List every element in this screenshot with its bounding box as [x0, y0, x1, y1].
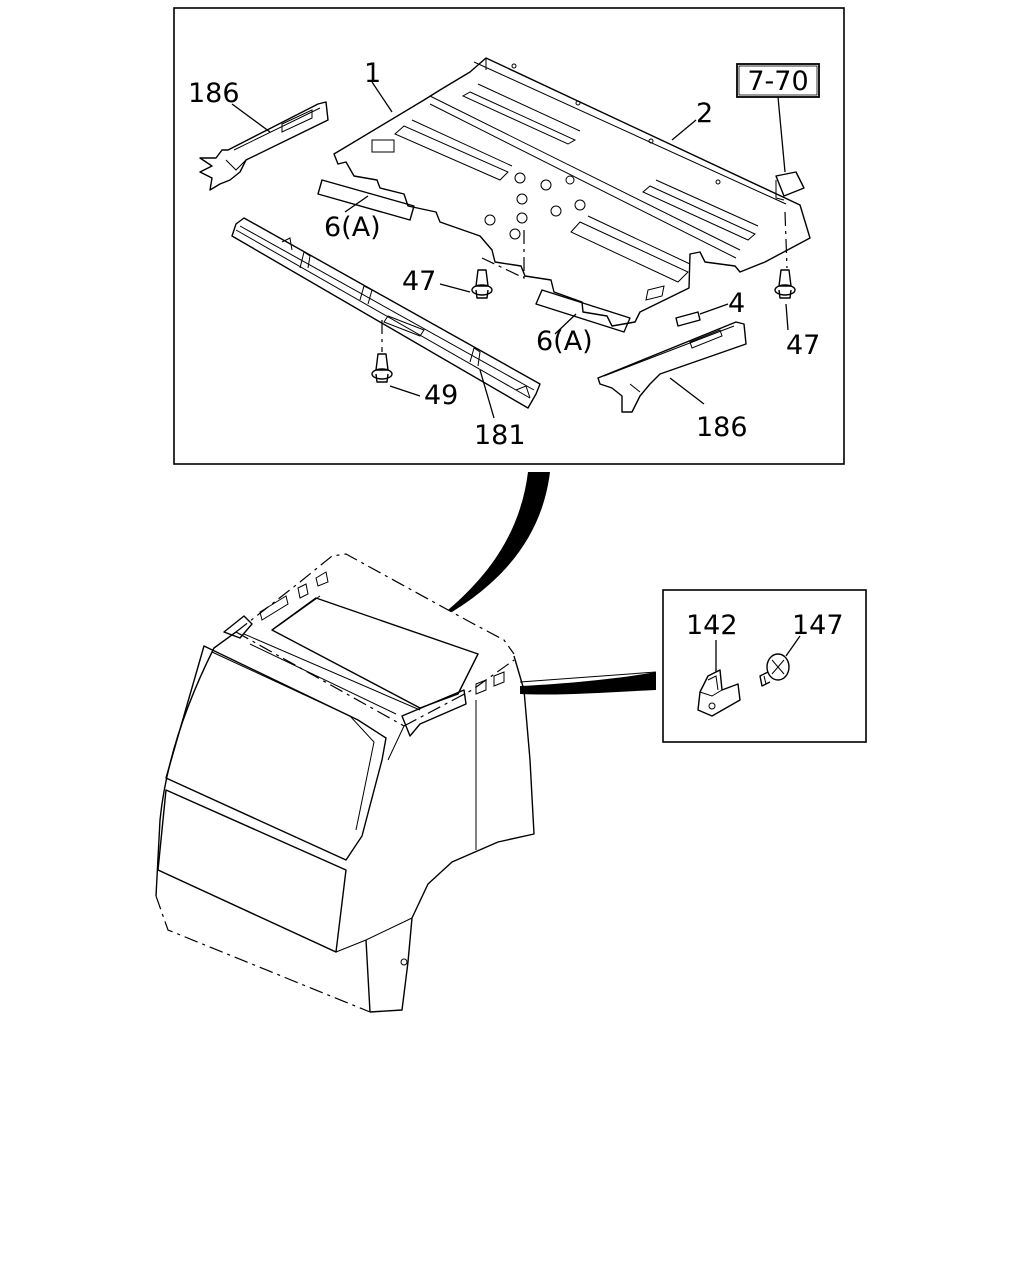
screw-147	[759, 653, 790, 687]
callout-47-right: 47	[786, 330, 820, 361]
trim-186-left	[199, 101, 329, 191]
callout-181: 181	[474, 420, 526, 451]
shelf-panel	[333, 57, 811, 327]
leader-lines	[231, 81, 789, 419]
callout-186-left: 186	[188, 78, 240, 109]
part-4	[675, 311, 701, 327]
rail-181	[231, 217, 541, 409]
detail-frame-upper	[173, 7, 845, 465]
pointer-lower	[520, 672, 656, 695]
reference-box-label: 7-70	[747, 66, 808, 97]
clip-47-right	[774, 269, 796, 299]
callout-186-right: 186	[696, 412, 748, 443]
centerline-47-left	[481, 230, 525, 279]
centerline-47-right	[784, 211, 788, 269]
vehicle-rear	[155, 553, 535, 1013]
clip-47-left	[471, 269, 493, 299]
callout-6a-lower: 6(A)	[536, 326, 593, 357]
callout-1: 1	[364, 58, 381, 89]
clip-49	[371, 320, 393, 383]
callout-6a-upper: 6(A)	[324, 212, 381, 243]
callout-49: 49	[424, 380, 458, 411]
strip-6a-upper	[317, 179, 415, 221]
reference-box[interactable]: 7-70	[736, 63, 820, 98]
pointer-upper	[448, 472, 550, 612]
bracket-142	[697, 669, 741, 717]
callout-47-left: 47	[402, 266, 436, 297]
callout-2: 2	[696, 98, 713, 129]
callout-142: 142	[686, 610, 738, 641]
trim-186-right	[597, 321, 747, 413]
pointer-lower-edge	[519, 671, 657, 683]
strip-6a-lower	[535, 289, 631, 333]
leader-147	[785, 635, 801, 657]
detail-frame-lower	[662, 589, 867, 743]
leader-reference	[777, 96, 786, 173]
callout-147: 147	[792, 610, 844, 641]
callout-4: 4	[728, 288, 745, 319]
